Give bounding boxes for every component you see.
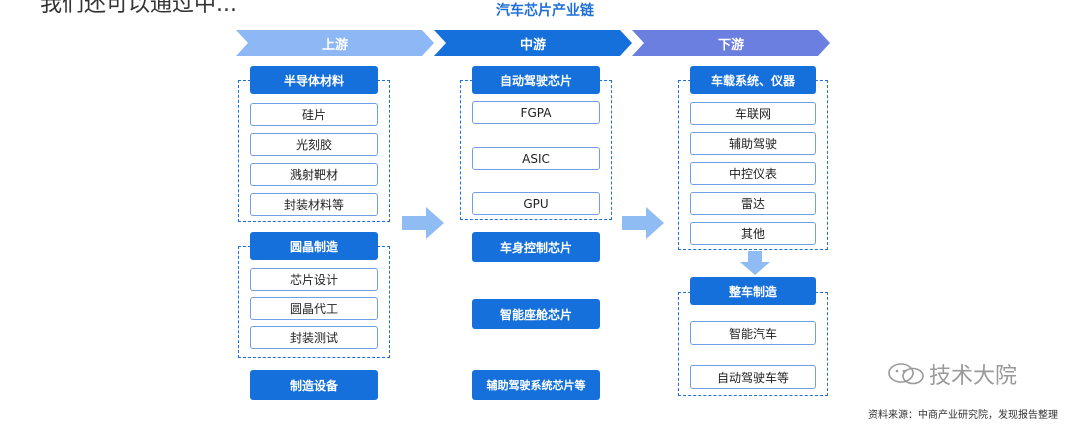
stage-downstream: 下游 <box>632 30 830 56</box>
watermark-text: 技术大院 <box>929 364 1018 389</box>
group-head-wafer-manufacturing: 圆晶制造 <box>250 232 378 260</box>
chevron-shape-mid <box>434 30 632 56</box>
head-smart-cockpit-chip: 智能座舱芯片 <box>472 299 600 329</box>
diagram-title: 汽车芯片产业链 <box>496 3 594 19</box>
group-head-autonomous-driving-chip: 自动驾驶芯片 <box>472 66 600 94</box>
group-head-manufacturing-equipment: 制造设备 <box>250 370 378 400</box>
chevron-shape-down <box>632 30 830 56</box>
item-asic: ASIC <box>472 147 600 170</box>
group-head-vehicle-manufacturing: 整车制造 <box>690 277 816 305</box>
stage-label-down: 下游 <box>717 37 744 53</box>
chevron-shape-up <box>236 30 434 56</box>
watermark: 技术大院 <box>887 358 1017 392</box>
stage-midstream: 中游 <box>434 30 632 56</box>
clipped-heading-text: 我们还可以通过中... <box>40 0 237 17</box>
item-smart-car: 智能汽车 <box>690 321 816 345</box>
wechat-icon <box>887 362 925 392</box>
item-photoresist: 光刻胶 <box>250 133 378 156</box>
item-gpu: GPU <box>472 192 600 215</box>
group-head-vehicle-systems: 车载系统、仪器 <box>690 66 816 94</box>
flow-arrow-right-icon <box>402 207 444 239</box>
head-body-control-chip: 车身控制芯片 <box>472 232 600 262</box>
item-silicon-wafer: 硅片 <box>250 103 378 126</box>
item-packaging-test: 封装测试 <box>250 326 378 349</box>
item-center-console: 中控仪表 <box>690 162 816 185</box>
item-others: 其他 <box>690 222 816 245</box>
item-fgpa: FGPA <box>472 101 600 124</box>
item-autonomous-vehicle: 自动驾驶车等 <box>690 365 816 389</box>
item-assisted-driving: 辅助驾驶 <box>690 132 816 155</box>
item-packaging-materials: 封装材料等 <box>250 193 378 216</box>
item-connected-car: 车联网 <box>690 102 816 125</box>
item-sputtering-target: 溅射靶材 <box>250 163 378 186</box>
item-wafer-foundry: 圆晶代工 <box>250 297 378 320</box>
flow-arrow-right-icon <box>622 207 664 239</box>
head-assisted-driving-chip: 辅助驾驶系统芯片等 <box>472 370 600 400</box>
item-chip-design: 芯片设计 <box>250 268 378 291</box>
stage-upstream: 上游 <box>236 30 434 56</box>
item-radar: 雷达 <box>690 192 816 215</box>
source-note: 资料来源：中商产业研究院，发现报告整理 <box>868 410 1058 421</box>
flow-arrow-down-icon <box>740 251 770 275</box>
stage-label-mid: 中游 <box>519 37 546 53</box>
group-head-semiconductor-materials: 半导体材料 <box>250 66 378 94</box>
stage-label-up: 上游 <box>321 37 348 53</box>
